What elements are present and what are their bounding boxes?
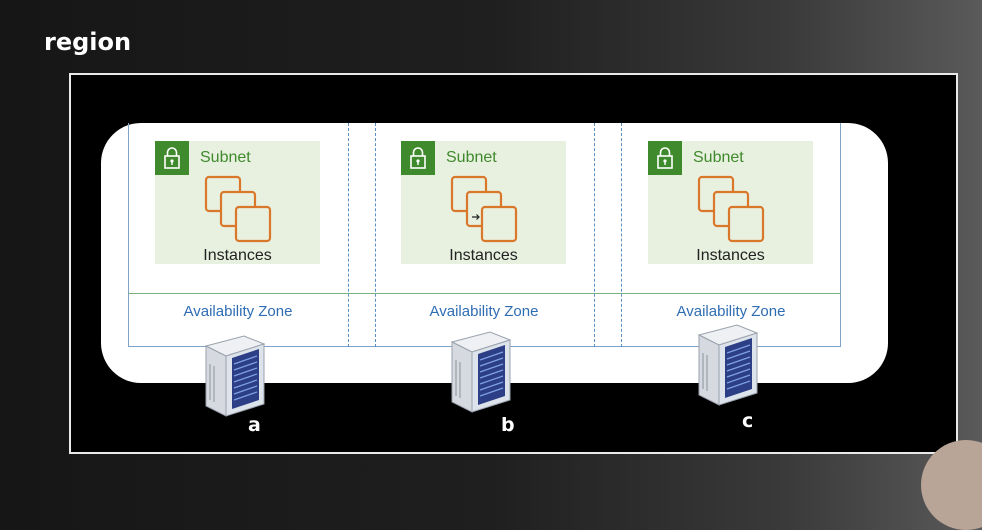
subnet-label: Subnet (446, 149, 497, 166)
az-divider (621, 123, 622, 347)
availability-zone-label-c: Availability Zone (676, 303, 786, 320)
availability-zone-label-b: Availability Zone (429, 303, 539, 320)
az-divider (375, 123, 376, 347)
lock-icon (401, 141, 435, 175)
instances-label: Instances (449, 247, 518, 264)
subnet-boundary-line (128, 293, 841, 294)
subnet-box-c: Subnet Instances (648, 141, 813, 264)
instances-label: Instances (203, 247, 272, 264)
instances-icon (450, 175, 520, 250)
subnet-box-a: Subnet Instances (155, 141, 320, 264)
server-label-c: c (742, 410, 754, 432)
lock-icon (155, 141, 189, 175)
server-rack-icon (450, 331, 512, 413)
instances-icon (697, 175, 767, 250)
subnet-label: Subnet (693, 149, 744, 166)
server-label-b: b (501, 414, 515, 436)
availability-zone-label-a: Availability Zone (183, 303, 293, 320)
subnet-label: Subnet (200, 149, 251, 166)
server-rack-icon (204, 335, 266, 417)
server-rack-icon (697, 324, 759, 406)
az-divider (594, 123, 595, 347)
lock-icon (648, 141, 682, 175)
instances-icon (204, 175, 274, 250)
subnet-box-b: Subnet Instances (401, 141, 566, 264)
az-divider (348, 123, 349, 347)
page-title: region (44, 28, 132, 56)
server-label-a: a (248, 414, 261, 436)
instances-label: Instances (696, 247, 765, 264)
